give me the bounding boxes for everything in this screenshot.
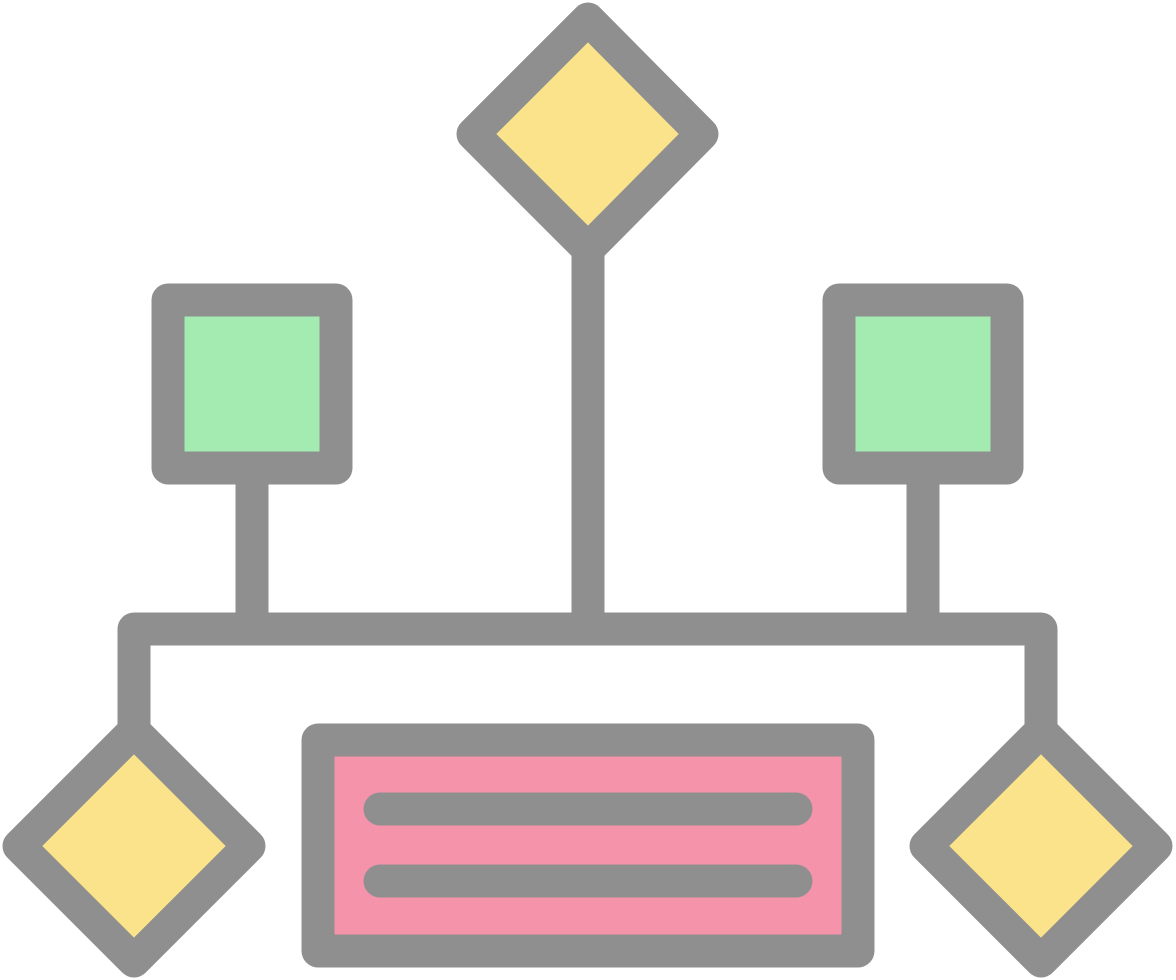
bottom-right-diamond [909,714,1173,978]
connector-lines [117,240,1058,728]
right-square [822,283,1024,485]
top-diamond [456,2,719,266]
connector-bus [117,612,1058,728]
center-rectangle [301,723,875,968]
bottom-left-diamond [2,714,266,978]
rectangle-text-lines [363,792,813,898]
left-square [151,283,353,485]
